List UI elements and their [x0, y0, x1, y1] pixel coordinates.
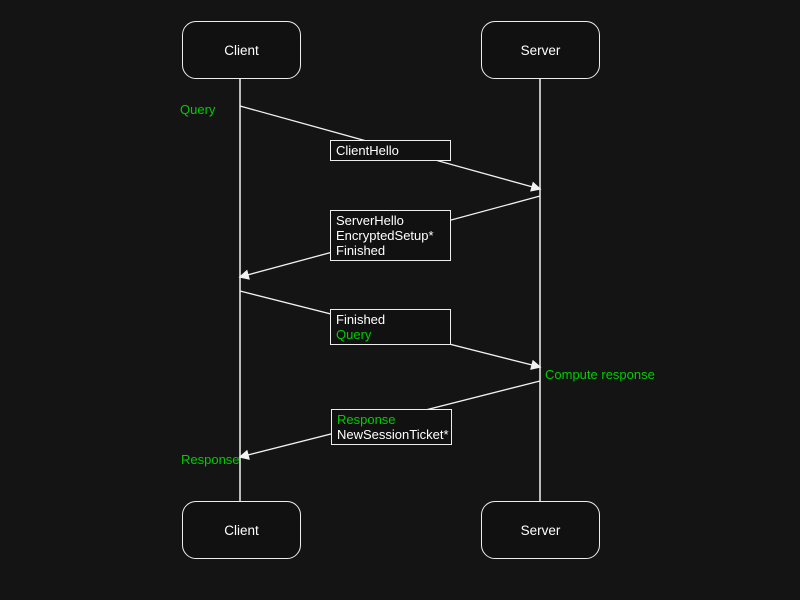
annotation-response: Response — [181, 452, 240, 467]
actor-label-server-top: Server — [520, 42, 561, 58]
message-line: ClientHello — [336, 143, 399, 158]
message-line: NewSessionTicket* — [337, 427, 449, 442]
message-box-response-ticket: Response NewSessionTicket* — [331, 409, 452, 445]
actor-box-server-bottom: Server — [481, 501, 600, 559]
message-box-clienthello: ClientHello — [330, 140, 451, 161]
message-line: Finished — [336, 243, 386, 258]
message-line: Response — [337, 412, 396, 427]
message-box-finished-query: Finished Query — [330, 309, 451, 345]
message-box-serverhello: ServerHello EncryptedSetup* Finished — [330, 210, 451, 261]
actor-box-client-bottom: Client — [182, 501, 301, 559]
annotation-compute-response: Compute response — [545, 367, 655, 382]
actor-label-client-top: Client — [224, 42, 259, 58]
actor-label-client-bottom: Client — [224, 522, 259, 538]
actor-box-client-top: Client — [182, 21, 301, 79]
annotation-query: Query — [180, 102, 216, 117]
message-line: ServerHello — [336, 213, 404, 228]
message-line: Finished — [336, 312, 386, 327]
message-line: EncryptedSetup* — [336, 228, 434, 243]
actor-label-server-bottom: Server — [520, 522, 561, 538]
message-line: Query — [336, 327, 372, 342]
actor-box-server-top: Server — [481, 21, 600, 79]
